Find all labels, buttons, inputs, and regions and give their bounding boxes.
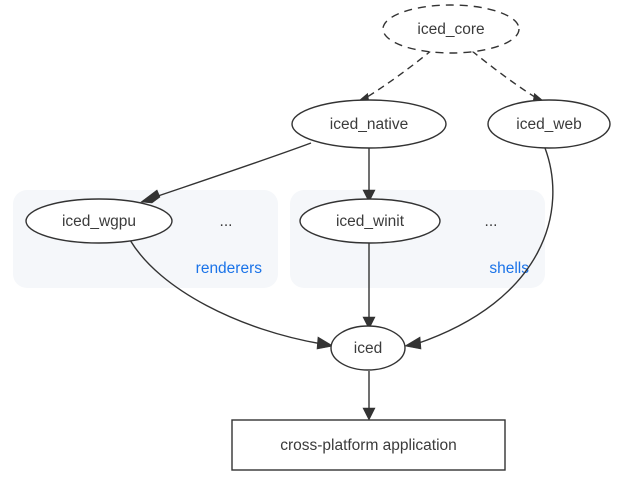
- edge-iced-native-to-iced-winit: [362, 148, 376, 203]
- node-cross-platform-application[interactable]: cross-platform application: [231, 419, 506, 471]
- node-iced-native[interactable]: iced_native: [291, 99, 447, 149]
- node-iced[interactable]: iced: [330, 325, 406, 371]
- node-iced-native-shape[interactable]: [291, 99, 447, 149]
- edge-iced-wgpu-to-iced-line: [129, 239, 323, 345]
- edge-iced-core-to-iced-web-line: [471, 50, 539, 100]
- node-iced-core-shape[interactable]: [382, 4, 520, 54]
- node-iced-wgpu-label: iced_wgpu: [62, 213, 136, 230]
- node-cross-platform-application-label: cross-platform application: [280, 437, 457, 454]
- edge-iced-web-to-iced-arrowhead: [404, 336, 422, 350]
- cluster-shells-label: shells: [489, 260, 529, 277]
- edge-iced-native-to-iced-winit-arrowhead: [362, 189, 376, 203]
- node-iced-wgpu-shape[interactable]: [25, 198, 173, 244]
- node-iced-web-shape[interactable]: [487, 99, 611, 149]
- edge-iced-native-to-iced-wgpu-line: [154, 142, 312, 198]
- edge-iced-wgpu-to-iced: [129, 239, 334, 350]
- cluster-shells-ellipsis: ...: [485, 213, 498, 230]
- node-iced-shape[interactable]: [330, 325, 406, 371]
- edge-iced-wgpu-to-iced-arrowhead: [316, 336, 334, 350]
- node-iced-winit-shape[interactable]: [299, 198, 441, 244]
- node-iced-web[interactable]: iced_web: [487, 99, 611, 149]
- edge-iced-core-to-iced-web: [471, 50, 549, 106]
- edge-iced-to-application-arrowhead: [362, 407, 376, 421]
- edge-iced-core-to-iced-native: [353, 49, 433, 106]
- cluster-renderers-label: renderers: [196, 260, 263, 277]
- edge-iced-winit-to-iced-arrowhead: [362, 316, 376, 330]
- edge-iced-to-application: [362, 371, 376, 421]
- edge-iced-web-to-iced-line: [415, 147, 554, 345]
- cluster-renderers-ellipsis: ...: [220, 213, 233, 230]
- node-iced-native-label: iced_native: [330, 116, 408, 133]
- edge-iced-web-to-iced: [404, 147, 554, 350]
- node-iced-winit-label: iced_winit: [336, 213, 405, 230]
- node-iced-core-label: iced_core: [417, 21, 484, 38]
- edge-iced-winit-to-iced: [362, 242, 376, 330]
- node-iced-label: iced: [354, 340, 382, 357]
- node-iced-web-label: iced_web: [516, 116, 582, 133]
- edge-iced-native-to-iced-wgpu-arrowhead: [140, 189, 161, 204]
- edge-iced-native-to-iced-wgpu: [140, 142, 312, 204]
- node-iced-core[interactable]: iced_core: [382, 4, 520, 54]
- edge-iced-core-to-iced-native-line: [363, 49, 433, 100]
- node-cross-platform-application-shape[interactable]: [231, 419, 506, 471]
- node-iced-wgpu[interactable]: iced_wgpu: [25, 198, 173, 244]
- node-iced-winit[interactable]: iced_winit: [299, 198, 441, 244]
